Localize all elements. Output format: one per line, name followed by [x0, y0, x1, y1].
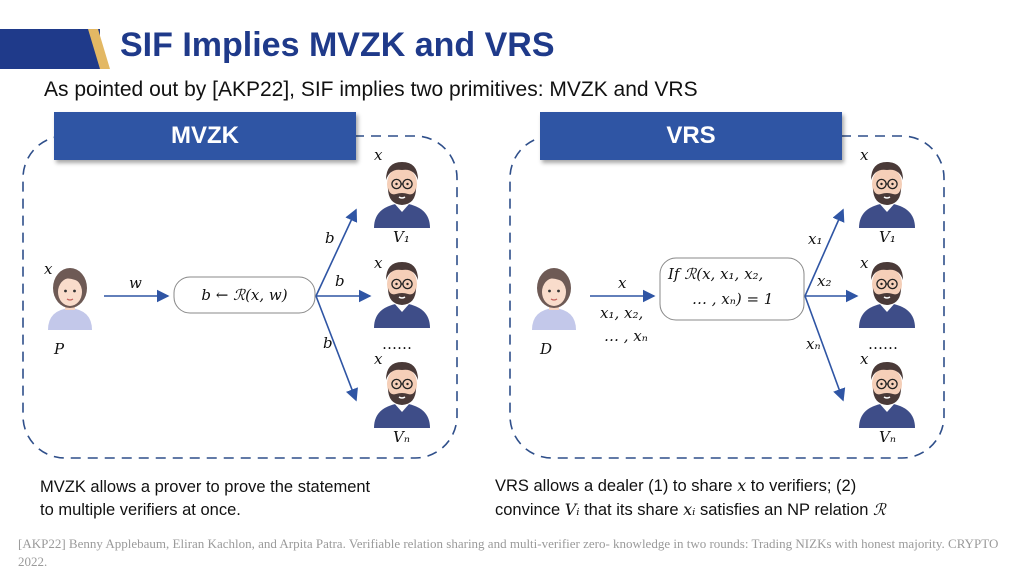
- edge-label-top: b: [325, 229, 335, 247]
- mvzk-description-line-1: MVZK allows a prover to prove the statem…: [40, 478, 371, 496]
- dealer-shares-label-1: x₁, x₂,: [600, 304, 644, 322]
- vrs-verifier-ellipsis: ……: [868, 335, 898, 353]
- citation: [AKP22] Benny Applebaum, Eliran Kachlon,…: [18, 536, 999, 569]
- compute-box-text: b ← ℛ(x, w): [201, 286, 288, 304]
- dealer-label: D: [540, 340, 553, 358]
- vrs-edge-label-2: x₂: [817, 272, 832, 290]
- dealer-shares-label-2: … , xₙ: [604, 327, 648, 345]
- verifier-2-input: x: [374, 254, 383, 272]
- vrs-verifier-n-avatar: [858, 361, 916, 429]
- verifier-n-avatar: [373, 361, 431, 429]
- banner-decoration: [0, 29, 110, 69]
- vrs-description-line-1: VRS allows a dealer (1) to share x to ve…: [495, 474, 886, 498]
- verifier-1-input: x: [374, 146, 383, 164]
- mvzk-description-line-2: to multiple verifiers at once.: [40, 501, 241, 519]
- vrs-verifier-1-input: x: [860, 146, 869, 164]
- vrs-check-box: [659, 257, 805, 321]
- vrs-header: VRS: [540, 112, 842, 160]
- vrs-verifier-1-avatar: [858, 161, 916, 229]
- vrs-verifier-1-label: V₁: [879, 228, 896, 246]
- slide-title: SIF Implies MVZK and VRS: [120, 26, 555, 64]
- vrs-desc-r: ℛ: [873, 500, 886, 519]
- prover-avatar: [47, 267, 93, 331]
- mvzk-compute-box: [173, 276, 316, 314]
- verifier-n-input: x: [374, 350, 383, 368]
- check-box-line-2: … , xₙ) = 1: [692, 290, 774, 308]
- dealer-avatar: [531, 267, 577, 331]
- vrs-description-line-2: convince Vᵢ that its share xᵢ satisfies …: [495, 498, 886, 522]
- verifier-ellipsis: ……: [382, 335, 412, 353]
- dealer-secret-label: x: [618, 274, 627, 292]
- mvzk-header: MVZK: [54, 112, 356, 160]
- mvzk-description: MVZK allows a prover to prove the statem…: [40, 476, 370, 522]
- mvzk-arrows: [104, 208, 372, 402]
- vrs-verifier-n-input: x: [860, 350, 869, 368]
- verifier-1-label: V₁: [393, 228, 410, 246]
- slide-subtitle: As pointed out by [AKP22], SIF implies t…: [44, 78, 698, 101]
- vrs-desc-x: x: [737, 476, 747, 495]
- verifier-n-label: Vₙ: [393, 428, 410, 446]
- witness-label: w: [129, 274, 142, 292]
- vrs-desc-text-2c: satisfies an NP relation: [700, 501, 869, 519]
- verifier-1-avatar: [373, 161, 431, 229]
- vrs-verifier-2-input: x: [860, 254, 869, 272]
- vrs-desc-text-1b: to verifiers; (2): [750, 477, 857, 495]
- prover-input-label: x: [44, 260, 53, 278]
- vrs-desc-text-1a: VRS allows a dealer (1) to share: [495, 477, 733, 495]
- edge-label-bottom: b: [323, 334, 333, 352]
- vrs-desc-xi: xᵢ: [683, 500, 696, 519]
- vrs-description: VRS allows a dealer (1) to share x to ve…: [495, 474, 886, 522]
- vrs-arrows: [590, 208, 859, 402]
- vrs-edge-label-n: xₙ: [806, 335, 821, 353]
- check-box-line-1: If ℛ(x, x₁, x₂,: [668, 265, 764, 283]
- vrs-verifier-n-label: Vₙ: [879, 428, 896, 446]
- edge-label-middle: b: [335, 272, 345, 290]
- vrs-desc-text-2a: convince: [495, 501, 561, 519]
- vrs-desc-vi: Vᵢ: [564, 500, 580, 519]
- vrs-desc-text-2b: that its share: [584, 501, 679, 519]
- vrs-edge-label-1: x₁: [808, 230, 823, 248]
- prover-label: P: [54, 340, 65, 358]
